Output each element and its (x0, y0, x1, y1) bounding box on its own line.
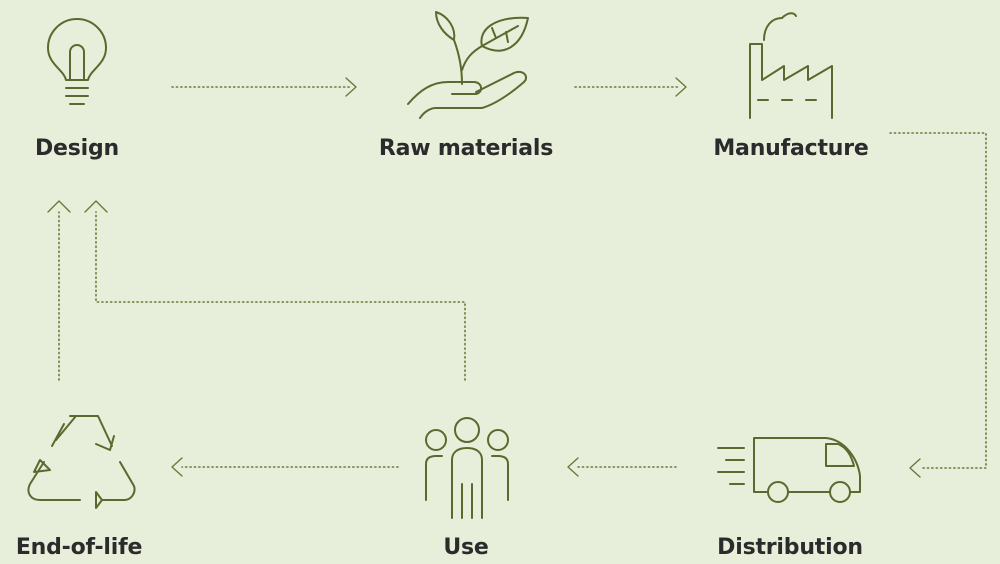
connector-use-to-design (84, 200, 466, 381)
stage-label-use: Use (443, 535, 489, 560)
recycle-icon (27, 415, 136, 509)
connector-use-to-end-of-life (171, 457, 399, 477)
people-group-icon (425, 417, 509, 519)
stage-label-manufacture: Manufacture (713, 136, 869, 161)
plant-in-hand-icon (407, 11, 529, 119)
lightbulb-icon (47, 18, 107, 105)
connector-raw-materials-to-manufacture (574, 77, 687, 97)
factory-icon (749, 12, 833, 119)
stage-label-end-of-life: End-of-life (15, 535, 143, 560)
connector-manufacture-to-distribution (889, 132, 987, 478)
stage-label-design: Design (34, 136, 120, 161)
connector-design-to-raw-materials (171, 77, 357, 97)
delivery-van-icon (717, 437, 861, 503)
stage-label-distribution: Distribution (717, 535, 863, 560)
connector-end-of-life-to-design (47, 200, 71, 381)
stage-label-raw-materials: Raw materials (378, 136, 554, 161)
connector-distribution-to-use (567, 457, 677, 477)
